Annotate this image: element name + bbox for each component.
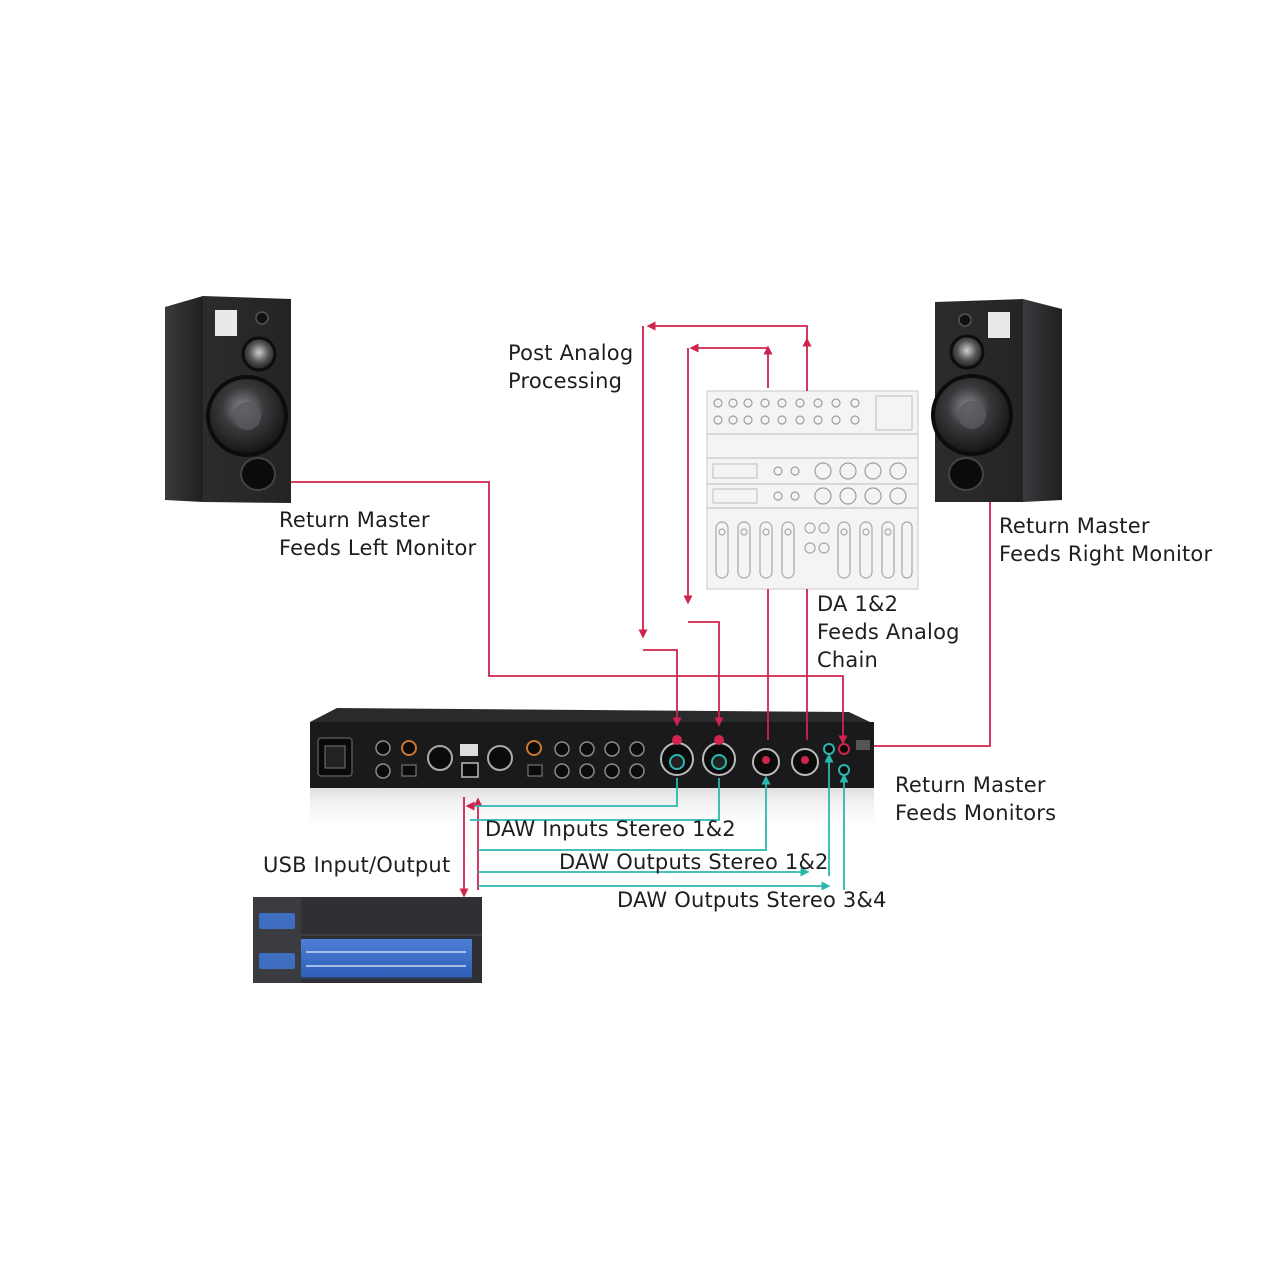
analog-processing-rack [706, 390, 919, 590]
daw-inputs-line-2 [470, 778, 720, 821]
return-master-lines [291, 321, 991, 898]
post-analog-return-line-4 [688, 621, 724, 727]
daw-inputs-label: DAW Inputs Stereo 1&2 [485, 817, 736, 841]
usb-input-output-label: USB Input/Output [263, 853, 451, 877]
daw-outputs-34-label: DAW Outputs Stereo 3&4 [617, 888, 887, 912]
daw-lines [465, 753, 849, 891]
return-right-monitor-line [874, 502, 991, 747]
da-feeds-analog-chain-label: DA 1&2 Feeds Analog Chain [817, 592, 960, 672]
daw-outputs-12-line-1 [478, 775, 771, 851]
audio-interface-rear-panel [310, 708, 874, 834]
left-monitor-speaker [165, 296, 291, 503]
daw-outputs-12-label: DAW Outputs Stereo 1&2 [559, 850, 829, 874]
return-left-monitor-line [291, 481, 848, 745]
right-monitor-speaker [931, 299, 1062, 502]
return-left-monitor-label: Return Master Feeds Left Monitor [279, 508, 477, 560]
post-analog-processing-label: Post Analog Processing [508, 341, 634, 393]
daw-computer-window [253, 897, 482, 983]
analog-chain-out-line-2 [646, 321, 808, 342]
post-analog-return-line-2 [643, 649, 682, 727]
return-right-monitor-label: Return Master Feeds Right Monitor [999, 514, 1213, 566]
daw-inputs-line [465, 778, 678, 811]
return-monitors-label: Return Master Feeds Monitors [895, 773, 1057, 825]
